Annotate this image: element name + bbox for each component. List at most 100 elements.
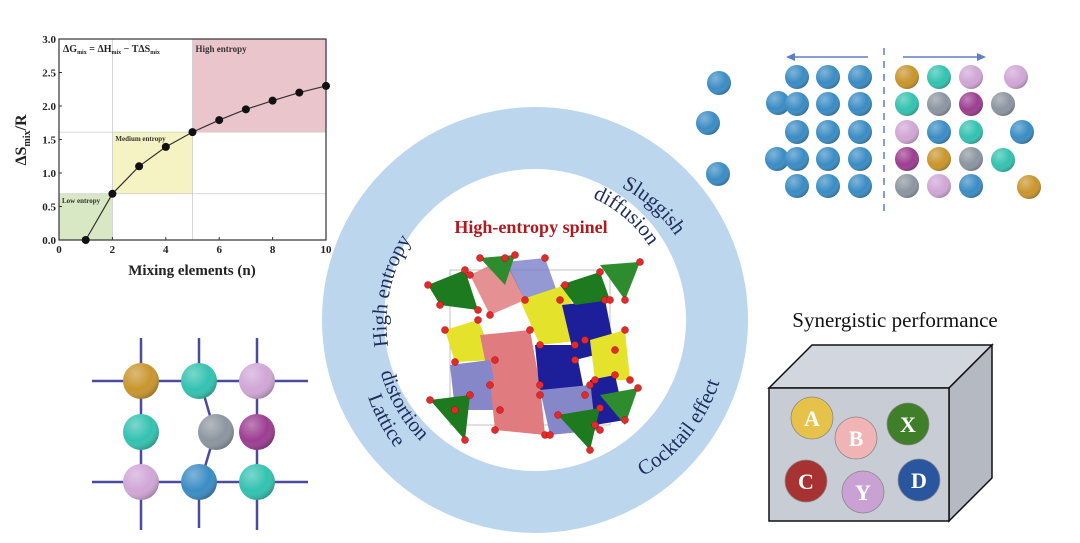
oxygen-atom xyxy=(586,381,594,389)
mixed-atom-magenta-shading xyxy=(895,147,919,171)
region-label: High entropy xyxy=(196,44,248,54)
lattice-atom-teal-shading xyxy=(123,414,159,450)
oxygen-atom xyxy=(536,341,544,349)
lattice-atom-teal-shading xyxy=(181,363,217,399)
right-arrowhead-icon xyxy=(977,53,986,61)
oxygen-atom xyxy=(491,426,499,434)
formula-label: ΔGmix = ΔHmix − TΔSmix xyxy=(63,44,160,56)
x-tick-label: 0 xyxy=(56,244,62,256)
oxygen-atom xyxy=(461,266,469,274)
oxygen-atom xyxy=(526,326,534,334)
lattice-atom-gold-shading xyxy=(123,363,159,399)
blue-atom-shading xyxy=(848,65,872,89)
oxygen-atom xyxy=(486,381,494,389)
element-ball-d xyxy=(897,458,941,502)
mixed-atom-teal-shading xyxy=(895,92,919,116)
blue-atom-shading xyxy=(785,120,809,144)
element-ball-label: C xyxy=(798,469,814,494)
oxygen-atom xyxy=(591,376,599,384)
oxygen-atom xyxy=(521,296,529,304)
oxygen-atom xyxy=(621,416,629,424)
oxygen-atom xyxy=(466,391,474,399)
entropy-regions xyxy=(59,39,326,240)
mixed-atom-gray-shading xyxy=(959,147,983,171)
oxygen-atom xyxy=(536,391,544,399)
synergy-title: Synergistic performance xyxy=(792,308,997,332)
y-tick-label: 3.0 xyxy=(42,34,56,46)
x-tick-label: 10 xyxy=(321,244,333,256)
oxygen-atom xyxy=(554,411,562,419)
oxygen-atom xyxy=(561,281,569,289)
lattice-atom-teal-shading xyxy=(239,464,275,500)
element-ball-y xyxy=(841,470,885,514)
oxygen-atom xyxy=(606,296,614,304)
element-ball-label: D xyxy=(911,468,927,493)
mixed-atom-lilac-shading xyxy=(1004,65,1028,89)
oxygen-atom xyxy=(511,251,519,259)
y-tick-label: 2.5 xyxy=(42,68,56,80)
oxygen-atom xyxy=(634,384,642,392)
oxygen-atom xyxy=(466,271,474,279)
oxygen-atom xyxy=(586,446,594,454)
mixed-atom-lilac-shading xyxy=(959,65,983,89)
data-points xyxy=(81,81,330,244)
blue-atom-shading xyxy=(696,111,720,135)
oxygen-atom xyxy=(571,341,579,349)
x-axis-label: Mixing elements (n) xyxy=(128,263,255,279)
region-label: Low entropy xyxy=(62,197,101,205)
oxygen-atom xyxy=(501,254,509,262)
region-medium-entropy xyxy=(112,132,193,194)
oxygen-atom xyxy=(436,301,444,309)
oxygen-atom xyxy=(441,326,449,334)
blue-atom-shading xyxy=(848,147,872,171)
element-ball-x xyxy=(886,402,930,446)
mixed-atom-gold-shading xyxy=(1017,175,1041,199)
x-tick-label: 2 xyxy=(110,244,116,256)
oxygen-atom xyxy=(611,346,619,354)
mixed-atom-teal-shading xyxy=(927,65,951,89)
lattice-atom-gray-shading xyxy=(198,414,234,450)
mixed-atom-teal-shading xyxy=(991,148,1015,172)
region-label: Medium entropy xyxy=(115,135,166,143)
blue-atom-shading xyxy=(765,147,789,171)
diffusion-illustration xyxy=(696,48,1041,215)
data-point xyxy=(215,116,224,125)
blue-atom-shading xyxy=(848,92,872,116)
blue-atom-shading xyxy=(816,174,840,198)
oxygen-atom xyxy=(571,356,579,364)
oxygen-atom xyxy=(626,376,634,384)
lattice-atom-lilac-shading xyxy=(123,464,159,500)
blue-atom-shading xyxy=(785,92,809,116)
oxygen-atom xyxy=(556,296,564,304)
oxygen-atom xyxy=(611,371,619,379)
oxygen-atom xyxy=(581,336,589,344)
blue-atom-shading xyxy=(706,162,730,186)
y-tick-label: 2.0 xyxy=(42,101,56,113)
element-ball-label: X xyxy=(900,412,916,437)
y-tick-label: 1.0 xyxy=(42,168,56,180)
data-point xyxy=(108,189,117,198)
blue-atom-shading xyxy=(816,120,840,144)
element-ball-b xyxy=(834,416,878,460)
mixed-atom-lilac-shading xyxy=(927,174,951,198)
blue-atom-shading xyxy=(785,65,809,89)
oxygen-atom xyxy=(596,404,604,412)
blue-atom-shading xyxy=(785,174,809,198)
mixed-atom-gray-shading xyxy=(927,92,951,116)
blue-atom-shading xyxy=(816,65,840,89)
data-point xyxy=(81,236,90,244)
blue-atom-shading xyxy=(816,92,840,116)
oxygen-atom xyxy=(451,406,459,414)
lattice-distortion-illustration xyxy=(92,338,308,530)
blue-atom-shading xyxy=(707,71,731,95)
data-point xyxy=(135,162,144,171)
mixed-atom-blue_atom-shading xyxy=(927,120,951,144)
oxygen-atom xyxy=(581,391,589,399)
element-ball-label: B xyxy=(849,426,864,451)
data-point xyxy=(322,81,330,90)
property-ring xyxy=(322,107,748,533)
spinel-structure-image xyxy=(424,251,644,454)
oxygen-atom xyxy=(451,358,459,366)
